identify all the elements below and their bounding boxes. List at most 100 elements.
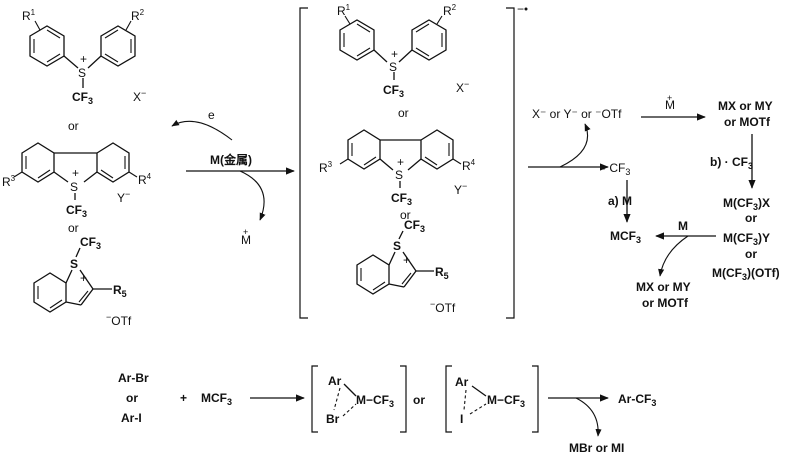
r3-label: R	[319, 161, 328, 175]
benzothiophenium-reagent-1: S + CF3 R5 −OTf	[33, 235, 132, 328]
m-cf3-label: M−CF	[487, 393, 520, 407]
ar-label: Ar	[455, 375, 469, 389]
mx-my-label: MX or MY	[718, 99, 773, 113]
svg-text:R2: R2	[131, 8, 145, 23]
sulfur-label: S	[78, 66, 86, 80]
svg-text:CF3: CF3	[72, 90, 93, 106]
cf3-subscript: 3	[399, 89, 404, 99]
sulfonium-charge: +	[80, 52, 87, 66]
or-label: or	[68, 119, 79, 133]
cf3-label: CF	[66, 203, 82, 217]
r2-superscript: 2	[140, 8, 145, 17]
fragmentation-arrow: X⁻ or Y⁻ or ⁻OTf	[528, 107, 622, 171]
svg-text:Ar-CF3: Ar-CF3	[618, 392, 656, 408]
otf-close-label: )(OTf)	[747, 266, 780, 280]
svg-text:b) · CF3: b) · CF3	[710, 155, 753, 171]
anion-loss-label: X⁻ or Y⁻ or ⁻OTf	[532, 107, 622, 121]
otf-anion-label: OTf	[111, 314, 132, 328]
cf3-subscript: 3	[625, 167, 630, 177]
sulfur-label: S	[389, 60, 397, 74]
or-label: or	[413, 393, 425, 407]
svg-text:Y−: Y−	[117, 189, 130, 205]
i-label: I	[460, 412, 463, 426]
svg-text:Y−: Y−	[454, 181, 467, 197]
svg-text:M(CF3)X: M(CF3)X	[723, 196, 770, 212]
or-label: or	[68, 221, 79, 235]
r2-superscript: 2	[452, 3, 457, 12]
sulfur-label: S	[393, 239, 401, 253]
cf3-subscript: 3	[742, 272, 747, 282]
sulfur-label: S	[395, 168, 403, 182]
metal-cation-label: M	[241, 233, 251, 247]
m-label: M	[678, 219, 688, 233]
cf3-label: CF	[383, 83, 399, 97]
sulfonium-charge: +	[72, 166, 79, 180]
svg-text:CF3: CF3	[66, 203, 87, 219]
svg-text:R3: R3	[319, 160, 333, 175]
cf3-subscript: 3	[748, 161, 753, 171]
x-anion-charge: −	[141, 88, 146, 98]
radical-anion-charge: −	[517, 2, 524, 16]
cf3-subscript: 3	[227, 397, 232, 407]
r2-label: R	[443, 4, 452, 18]
r5-subscript: 5	[444, 271, 449, 281]
step-b-arrow: b) · CF3	[710, 134, 756, 189]
r4-superscript: 4	[471, 158, 476, 167]
metal-reduction-arrow: M	[655, 219, 716, 277]
m-cf3-label: M−CF	[356, 393, 389, 407]
or-label: or	[745, 211, 757, 225]
metal-cation-charge: +	[667, 93, 672, 103]
step-a-arrow: a) M	[608, 180, 632, 223]
mx-my-bottom-label: MX or MY	[636, 280, 691, 294]
svg-text:−OTf: −OTf	[430, 299, 456, 315]
cf3-subscript: 3	[82, 209, 87, 219]
metal-salt-arrow: M+	[641, 93, 706, 121]
r4-label: R	[462, 159, 471, 173]
r1-label: R	[22, 9, 31, 23]
cf3-subscript: 3	[88, 96, 93, 106]
metal-cation-top-label: M	[665, 98, 675, 112]
cf3-subscript: 3	[651, 398, 656, 408]
svg-text:M−CF3: M−CF3	[356, 393, 394, 409]
cf3-label: CF	[80, 235, 96, 249]
product-label: Ar-CF	[618, 392, 651, 406]
cross-coupling-scheme: Ar-Br or Ar-I + MCF3 Ar Br M−CF3 or Ar I…	[118, 365, 656, 455]
svg-text:R1: R1	[22, 8, 36, 23]
sulfonium-charge: +	[397, 155, 404, 169]
cf3-subscript: 3	[96, 241, 101, 251]
dibenzothiophenium-reagent-1: S + CF3 R3 R4 Y−	[2, 142, 152, 219]
svg-text:MCF3: MCF3	[610, 229, 641, 245]
or-label: or	[745, 247, 757, 261]
cf3-subscript: 3	[753, 202, 758, 212]
br-label: Br	[326, 412, 340, 426]
r1-superscript: 1	[346, 3, 351, 12]
y-anion-label: Y	[454, 183, 462, 197]
svg-text:R5: R5	[113, 283, 127, 299]
svg-text:R2: R2	[443, 3, 457, 18]
x-close-label: )X	[758, 196, 770, 210]
r5-label: R	[113, 283, 122, 297]
sulfonium-charge: +	[391, 47, 398, 61]
mcf3x-label: M(CF	[723, 196, 753, 210]
svg-text:R4: R4	[138, 172, 152, 187]
r3-label: R	[2, 175, 11, 189]
sulfonium-charge: +	[403, 253, 410, 267]
cf3-radical-label: · CF	[602, 161, 625, 175]
svg-text:CF3: CF3	[80, 235, 101, 251]
svg-text:X−: X−	[133, 88, 146, 104]
r4-label: R	[138, 173, 147, 187]
dibenzothiophenium-reagent-2: S + CF3 R3 R4 Y−	[319, 129, 476, 207]
aryl-iodide-label: Ar-I	[121, 411, 142, 425]
svg-text:R4: R4	[462, 158, 476, 173]
cf3-subscript: 3	[636, 235, 641, 245]
x-anion-label: X	[456, 81, 464, 95]
svg-text:MCF3: MCF3	[201, 391, 232, 407]
aryl-bromide-label: Ar-Br	[118, 371, 149, 385]
otf-anion-label: OTf	[435, 301, 456, 315]
sulfonium-charge: +	[80, 271, 87, 285]
r5-subscript: 5	[122, 289, 127, 299]
or-label: or	[126, 391, 138, 405]
or-motf-label: or MOTf	[724, 115, 771, 129]
r4-superscript: 4	[147, 172, 152, 181]
svg-text:R5: R5	[435, 265, 449, 281]
